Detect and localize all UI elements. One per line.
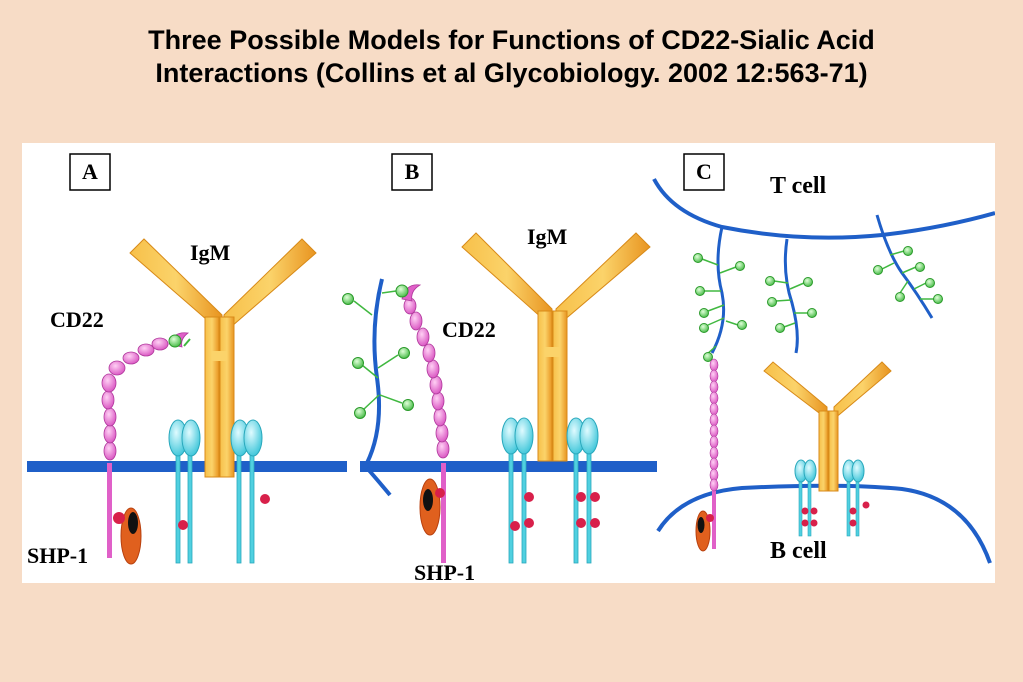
signaling-chains-a bbox=[168, 419, 270, 564]
signaling-chains-c bbox=[794, 459, 870, 537]
model-b: B bbox=[342, 153, 657, 583]
title-line-1: Three Possible Models for Functions of C… bbox=[148, 25, 875, 55]
panel-b-letter: B bbox=[405, 159, 420, 184]
t-cell-glycoproteins bbox=[693, 214, 943, 362]
cell-membrane-a bbox=[27, 461, 347, 472]
panel-a-letter-box bbox=[69, 153, 111, 191]
panel-a-letter: A bbox=[82, 159, 98, 184]
t-cell-membrane bbox=[652, 178, 995, 240]
cis-ligand-glycoprotein-b bbox=[342, 278, 414, 497]
slide-title: Three Possible Models for Functions of C… bbox=[0, 24, 1023, 90]
cd22-molecule-b bbox=[381, 284, 450, 563]
cd22-label-a: CD22 bbox=[50, 307, 104, 332]
igm-receptor-c bbox=[763, 361, 892, 492]
cd22-molecule-a bbox=[101, 332, 191, 558]
b-cell-label: B cell bbox=[770, 538, 827, 564]
shp1-phosphatase-a bbox=[113, 507, 142, 565]
t-cell-label: T cell bbox=[770, 173, 827, 199]
cd22-models-diagram: A IgM bbox=[27, 153, 995, 583]
panel-b-letter-box bbox=[391, 153, 433, 191]
shp1-label-a: SHP-1 bbox=[27, 543, 88, 568]
model-a: A IgM bbox=[27, 153, 347, 568]
model-c: C T cell bbox=[652, 153, 995, 564]
figure-panel: A IgM bbox=[22, 143, 995, 583]
shp1-label-b: SHP-1 bbox=[414, 560, 475, 583]
igm-label-b: IgM bbox=[527, 224, 568, 249]
shp1-phosphatase-c bbox=[695, 510, 714, 552]
igm-label-a: IgM bbox=[190, 240, 231, 265]
igm-receptor-a bbox=[129, 238, 317, 478]
cd22-label-b: CD22 bbox=[442, 317, 496, 342]
title-line-2: Interactions (Collins et al Glycobiology… bbox=[155, 58, 868, 88]
cell-membrane-b bbox=[360, 461, 657, 472]
cd22-molecule-c bbox=[709, 358, 719, 549]
signaling-chains-b bbox=[501, 417, 600, 564]
panel-c-letter: C bbox=[696, 159, 712, 184]
igm-receptor-b bbox=[461, 232, 651, 462]
shp1-phosphatase-b bbox=[419, 478, 445, 536]
panel-c-letter-box bbox=[683, 153, 725, 191]
